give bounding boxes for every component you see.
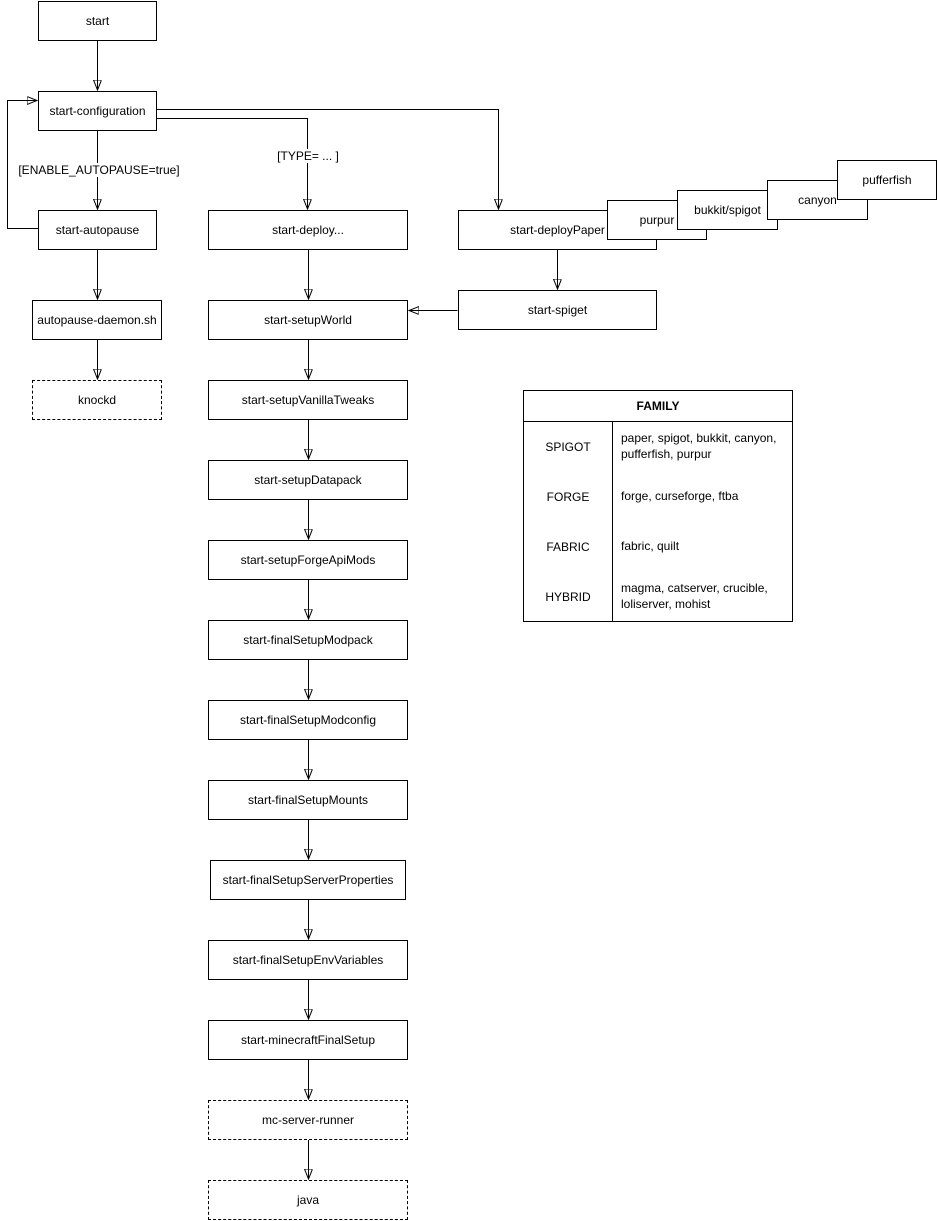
node-label: start-finalSetupServerProperties [222, 872, 394, 887]
node-bukkit-spigot: bukkit/spigot [677, 190, 778, 230]
node-start: start [38, 1, 157, 41]
node-label: start-finalSetupModpack [243, 632, 373, 647]
node-label: pufferfish [862, 172, 912, 187]
node-label: start [85, 13, 110, 28]
node-label: start-setupWorld [264, 312, 352, 327]
node-start-finalSetupModpack: start-finalSetupModpack [208, 620, 408, 660]
edge-label-type-condition: [TYPE= ... ] [275, 149, 341, 163]
family-members: magma, catserver, crucible, loliserver, … [621, 581, 768, 611]
node-start-setupDatapack: start-setupDatapack [208, 460, 408, 500]
node-label: start-spiget [527, 302, 588, 317]
family-name: HYBRID [524, 572, 613, 622]
family-members: fabric, quilt [621, 539, 680, 554]
node-start-setupVanillaTweaks: start-setupVanillaTweaks [208, 380, 408, 420]
node-autopause-daemon: autopause-daemon.sh [32, 300, 162, 340]
node-start-finalSetupModconfig: start-finalSetupModconfig [208, 700, 408, 740]
family-table-title: FAMILY [524, 391, 792, 422]
node-pufferfish: pufferfish [837, 160, 937, 200]
node-mc-server-runner: mc-server-runner [208, 1100, 408, 1140]
table-row: FABRIC fabric, quilt [524, 522, 792, 572]
node-label: start-autopause [55, 222, 140, 237]
node-label: java [296, 1192, 319, 1207]
node-start-finalSetupEnvVariables: start-finalSetupEnvVariables [208, 940, 408, 980]
node-start-setupWorld: start-setupWorld [208, 300, 408, 340]
edge-label-enable-autopause: [ENABLE_AUTOPAUSE=true] [16, 163, 182, 177]
node-canyon: canyon [767, 180, 868, 220]
node-label: mc-server-runner [261, 1112, 354, 1127]
node-label: autopause-daemon.sh [37, 312, 157, 327]
node-label: start-minecraftFinalSetup [240, 1032, 376, 1047]
node-start-autopause: start-autopause [38, 210, 157, 250]
node-label: start-finalSetupEnvVariables [232, 952, 384, 967]
node-start-setupForgeApiMods: start-setupForgeApiMods [208, 540, 408, 580]
node-label: start-deployPaper [510, 222, 605, 237]
family-members: forge, curseforge, ftba [621, 489, 739, 504]
node-label: knockd [77, 392, 117, 407]
table-row: HYBRID magma, catserver, crucible, lolis… [524, 572, 792, 622]
node-label: start-setupDatapack [254, 472, 362, 487]
node-label: start-configuration [49, 103, 146, 118]
table-row: SPIGOT paper, spigot, bukkit, canyon, pu… [524, 422, 792, 472]
table-row: FORGE forge, curseforge, ftba [524, 472, 792, 522]
node-start-spiget: start-spiget [458, 290, 657, 330]
node-start-finalSetupServerProperties: start-finalSetupServerProperties [210, 860, 406, 900]
family-table: FAMILY SPIGOT paper, spigot, bukkit, can… [523, 390, 793, 622]
node-label: bukkit/spigot [694, 202, 761, 217]
node-start-configuration: start-configuration [38, 91, 157, 131]
node-label: start-setupForgeApiMods [240, 552, 376, 567]
node-knockd: knockd [32, 380, 162, 420]
family-name: SPIGOT [524, 422, 613, 472]
family-name: FABRIC [524, 522, 613, 572]
family-name: FORGE [524, 472, 613, 522]
node-start-deploy: start-deploy... [208, 210, 408, 250]
node-label: start-finalSetupModconfig [239, 712, 377, 727]
node-label: purpur [639, 212, 675, 227]
node-start-minecraftFinalSetup: start-minecraftFinalSetup [208, 1020, 408, 1060]
node-java: java [208, 1180, 408, 1220]
node-label: start-deploy... [272, 222, 344, 237]
node-label: start-setupVanillaTweaks [241, 392, 375, 407]
node-label: canyon [798, 192, 837, 207]
family-members: paper, spigot, bukkit, canyon, pufferfis… [621, 431, 777, 461]
node-start-finalSetupMounts: start-finalSetupMounts [208, 780, 408, 820]
node-label: start-finalSetupMounts [247, 792, 369, 807]
